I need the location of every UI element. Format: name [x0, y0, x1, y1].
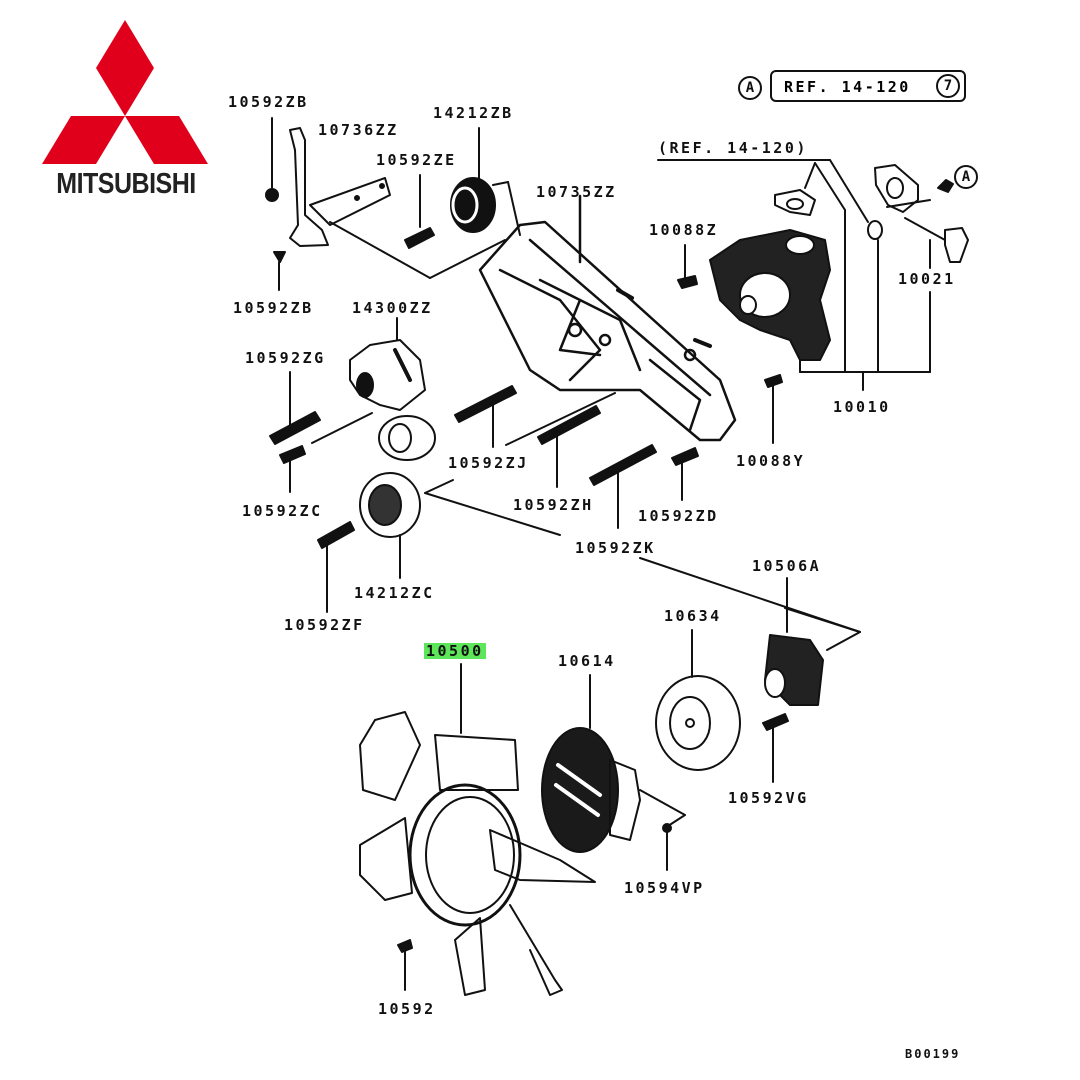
bolt-drawing [273, 251, 286, 291]
part-label[interactable]: 14300ZZ [352, 299, 433, 317]
part-label[interactable]: 10592ZF [284, 616, 365, 634]
connector-circle-a: A [954, 165, 978, 189]
part-label[interactable]: 10592ZC [242, 502, 323, 520]
part-label[interactable]: 10592ZE [376, 151, 457, 169]
reference-box: REF. 14-120 7 [770, 70, 966, 102]
bracket-part-drawing [289, 127, 391, 247]
part-label[interactable]: 14212ZC [354, 584, 435, 602]
part-label[interactable]: 10634 [664, 607, 722, 625]
part-label[interactable]: 10088Y [736, 452, 806, 470]
bolt-drawing [279, 445, 306, 493]
mitsubishi-logo-icon [42, 20, 208, 164]
part-label[interactable]: 10592ZB [228, 93, 309, 111]
bolt-drawing [404, 174, 435, 249]
part-label[interactable]: 10592ZB [233, 299, 314, 317]
bolt-drawing [589, 444, 657, 529]
bolt-drawing [762, 713, 789, 783]
logo-right-diamond [125, 116, 208, 164]
fan-clutch-drawing [541, 674, 641, 853]
bolt-drawing [677, 244, 698, 289]
part-label[interactable]: 10592ZH [513, 496, 594, 514]
tensioner-drawing [349, 317, 436, 461]
gasket-drawing [774, 164, 969, 263]
part-label-highlighted[interactable]: 10500 [424, 642, 486, 660]
part-label[interactable]: 10592ZK [575, 539, 656, 557]
reference-text: REF. 14-120 [784, 78, 911, 96]
part-label[interactable]: 10506A [752, 557, 822, 575]
part-label[interactable]: 10594VP [624, 879, 705, 897]
fan-drawing [359, 663, 596, 996]
part-label[interactable]: 14212ZB [433, 104, 514, 122]
part-label[interactable]: 10592VG [728, 789, 809, 807]
inline-reference: (REF. 14-120) [658, 139, 808, 157]
idler-pulley-drawing [450, 127, 496, 233]
part-label[interactable]: 10736ZZ [318, 121, 399, 139]
main-bracket-drawing [478, 194, 737, 442]
part-label[interactable]: 10592ZJ [448, 454, 529, 472]
part-label[interactable]: 10614 [558, 652, 616, 670]
part-label[interactable]: 10735ZZ [536, 183, 617, 201]
bolt-drawing [764, 374, 783, 444]
bolt-drawing [397, 939, 413, 991]
bolt-drawing [269, 371, 321, 445]
ref-circle-a: A [738, 76, 762, 100]
part-label[interactable]: 10592ZD [638, 507, 719, 525]
brand-name: MITSUBISHI [56, 167, 196, 201]
bolt-drawing [671, 447, 699, 501]
idler-pulley-drawing-2 [359, 472, 421, 579]
pulley-drawing [655, 629, 741, 771]
bolt-drawing [454, 385, 517, 448]
logo-left-diamond [42, 116, 125, 164]
figure-code: B00199 [905, 1047, 961, 1061]
part-label[interactable]: 10021 [898, 270, 956, 288]
part-label[interactable]: 10592 [378, 1000, 436, 1018]
part-label[interactable]: 10088Z [649, 221, 719, 239]
bolt-drawing [537, 405, 601, 488]
water-pump-drawing [709, 229, 831, 361]
ref-circle-number: 7 [936, 74, 960, 98]
bolt-drawing [662, 823, 672, 871]
hub-drawing [764, 577, 824, 706]
bolt-drawing [265, 117, 279, 202]
part-label[interactable]: 10592ZG [245, 349, 326, 367]
logo-top-diamond [96, 20, 154, 116]
bolt-drawing [317, 521, 355, 613]
part-label[interactable]: 10010 [833, 398, 891, 416]
